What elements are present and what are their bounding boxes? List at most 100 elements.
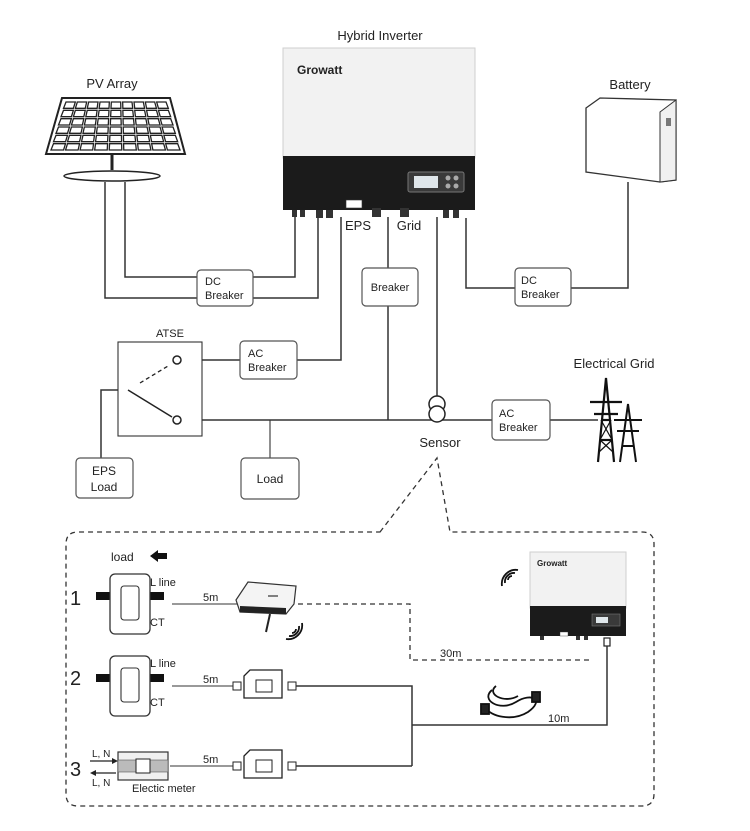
pv-cell xyxy=(93,143,109,151)
wireless-sensor-icon xyxy=(235,581,297,633)
electric-meter-icon xyxy=(117,751,169,781)
option-1-sensor-label: CT xyxy=(150,617,165,629)
brand-logo-small: Growatt xyxy=(537,559,568,568)
diagram-title: Hybrid Inverter xyxy=(337,28,423,43)
pv-cell xyxy=(62,101,77,109)
sensor-icon xyxy=(428,395,446,423)
option-2-number: 2 xyxy=(70,668,81,690)
pv-cell xyxy=(109,109,122,118)
eps-port-label: EPS xyxy=(345,218,371,233)
ct-clamp-icon-2 xyxy=(96,655,164,717)
pv-cell xyxy=(135,126,150,134)
pv-cell xyxy=(66,134,82,143)
rj45-adapter-icon-2 xyxy=(232,749,297,779)
option-1-cable: 5m xyxy=(203,592,218,604)
eps-load-line2: Load xyxy=(91,480,118,494)
pv-cell xyxy=(68,126,84,134)
eps-load-line1: EPS xyxy=(92,464,116,478)
battery-icon xyxy=(585,97,677,183)
pv-cell xyxy=(122,143,138,151)
network-cable-icon xyxy=(480,685,541,719)
pv-cell xyxy=(83,118,97,126)
arrow-left-icon xyxy=(150,550,167,562)
dc-breaker-pv-line2: Breaker xyxy=(205,290,244,302)
wifi-signal-icon-2 xyxy=(500,568,519,587)
pv-cell xyxy=(74,101,88,109)
pv-array-label: PV Array xyxy=(86,76,138,91)
pv-cell xyxy=(164,143,181,151)
pv-cell xyxy=(148,126,163,134)
ac-breaker-eps-line1: AC xyxy=(248,348,263,360)
pv-array-icon xyxy=(44,97,187,182)
pv-cell xyxy=(110,101,122,109)
option-2-sensor-label: CT xyxy=(150,697,165,709)
option-3-line-label-bottom: L, N xyxy=(92,778,110,789)
pv-cell xyxy=(122,118,135,126)
pv-cell xyxy=(85,109,98,118)
pv-cell xyxy=(162,134,179,143)
pv-cell xyxy=(157,109,172,118)
pv-cell xyxy=(145,109,160,118)
brand-logo: Growatt xyxy=(297,63,342,77)
ac-breaker-grid xyxy=(491,399,551,441)
pv-cell xyxy=(96,118,110,126)
breaker-grid xyxy=(361,267,419,307)
ac-breaker-eps xyxy=(239,340,298,380)
electrical-grid-label: Electrical Grid xyxy=(574,356,655,371)
option-1-number: 1 xyxy=(70,588,81,610)
ct-clamp-icon-1 xyxy=(96,573,164,635)
dc-breaker-battery-line1: DC xyxy=(521,275,537,287)
pv-cell xyxy=(60,109,75,118)
grid-port-label: Grid xyxy=(397,218,422,233)
atse-label: ATSE xyxy=(156,328,184,340)
ac-breaker-grid-line1: AC xyxy=(499,408,514,420)
rj45-adapter-icon-1 xyxy=(232,669,297,699)
atse-box xyxy=(117,341,203,437)
breaker-grid-label: Breaker xyxy=(371,282,410,294)
hybrid-inverter-small: Growatt xyxy=(529,551,627,647)
cable-10m: 10m xyxy=(548,713,569,725)
pv-cell xyxy=(155,101,170,109)
load-box xyxy=(240,457,300,500)
option-3-sensor-label: Electic meter xyxy=(132,783,196,795)
pv-cell xyxy=(70,118,85,126)
pv-cell xyxy=(144,101,158,109)
option-2-cable: 5m xyxy=(203,674,218,686)
cable-30m: 30m xyxy=(440,648,461,660)
pv-cell xyxy=(86,101,99,109)
pv-cell xyxy=(79,143,95,151)
option-3-line-label-top: L, N xyxy=(92,749,110,760)
option-3-cable: 5m xyxy=(203,754,218,766)
dc-breaker-pv-line1: DC xyxy=(205,276,221,288)
pv-cell xyxy=(122,134,137,143)
pv-cell xyxy=(136,143,152,151)
pv-cell xyxy=(82,126,97,134)
eps-load-box xyxy=(75,457,134,499)
pv-cell xyxy=(57,118,73,126)
dc-breaker-battery xyxy=(514,267,572,307)
load-direction-label: load xyxy=(111,550,134,564)
pv-cell xyxy=(159,118,174,126)
battery-label: Battery xyxy=(609,77,651,92)
pv-cell xyxy=(150,143,167,151)
pv-cell xyxy=(122,109,135,118)
pv-cell xyxy=(97,109,110,118)
load-label: Load xyxy=(257,472,284,486)
power-tower-icon xyxy=(590,377,642,463)
ac-breaker-eps-line2: Breaker xyxy=(248,362,287,374)
pv-cell xyxy=(136,134,151,143)
pv-cell xyxy=(108,134,123,143)
pv-cell xyxy=(149,134,165,143)
dc-breaker-battery-line2: Breaker xyxy=(521,289,560,301)
detail-callout-frame xyxy=(65,456,655,807)
pv-cell xyxy=(95,126,109,134)
pv-cell xyxy=(64,143,81,151)
pv-cell xyxy=(147,118,161,126)
option-3-number: 3 xyxy=(70,759,81,781)
pv-cell xyxy=(161,126,177,134)
dc-breaker-pv xyxy=(196,269,254,307)
wifi-signal-icon-1 xyxy=(285,622,304,641)
pv-cell xyxy=(55,126,71,134)
pv-cell xyxy=(108,143,123,151)
